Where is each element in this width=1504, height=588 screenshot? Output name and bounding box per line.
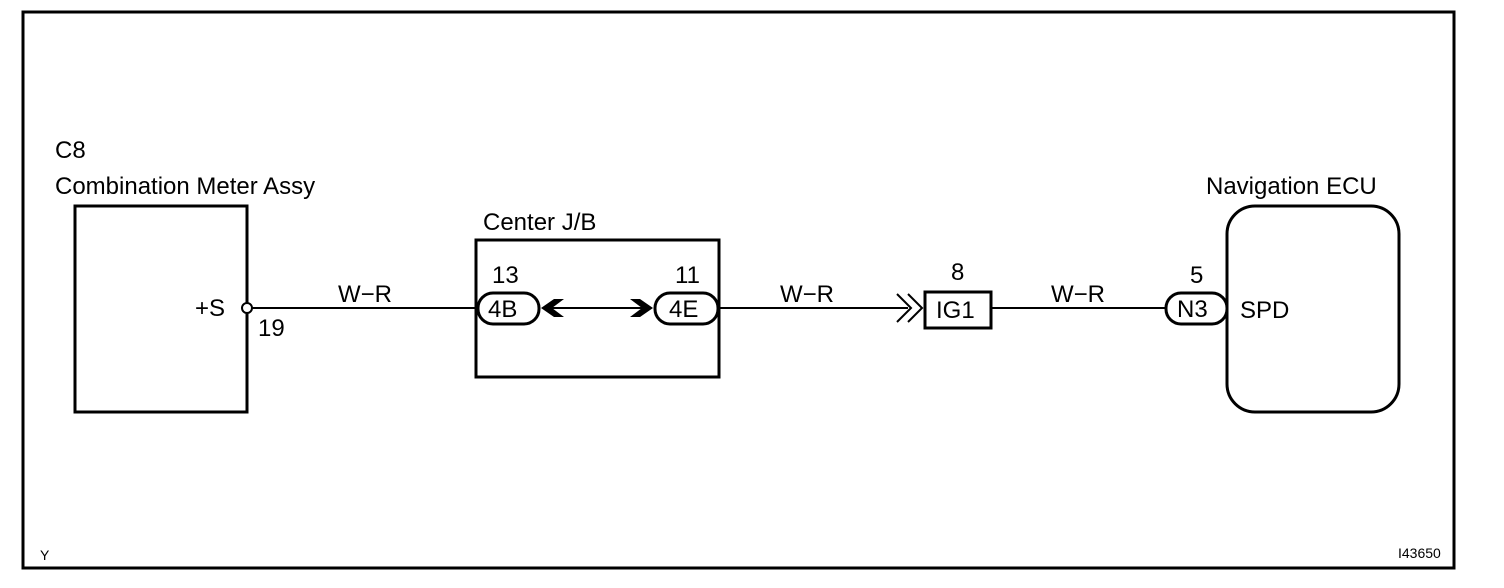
ig1-pin-number: 8: [951, 259, 964, 286]
jb-connector-4b: [476, 291, 541, 326]
ig1-chevron-outer-icon: [896, 293, 913, 323]
meter-code: C8: [55, 137, 86, 164]
nav-ecu-pin-number: 5: [1190, 262, 1203, 289]
jb-left-arrow-icon: [541, 299, 564, 317]
jb-right-connector-label: 4E: [669, 296, 698, 323]
nav-ecu-terminal-label: SPD: [1240, 297, 1289, 324]
ig1-connector-label: IG1: [936, 297, 975, 324]
meter-name: Combination Meter Assy: [55, 173, 315, 200]
nav-ecu-connector-n3: [1164, 291, 1229, 326]
diagram-frame: [21, 10, 1456, 570]
wire-3-color: W−R: [1051, 281, 1105, 308]
meter-terminal-label: +S: [195, 295, 225, 322]
footer-left-code: Y: [40, 547, 50, 563]
jb-connector-4e: [653, 291, 720, 326]
jb-left-pin: 13: [492, 262, 519, 289]
meter-pin-number: 19: [258, 315, 285, 342]
figure-id: I43650: [1398, 545, 1441, 561]
nav-ecu-name: Navigation ECU: [1206, 173, 1377, 200]
jb-right-arrow-icon: [630, 299, 653, 317]
wire-2-color: W−R: [780, 281, 834, 308]
meter-terminal-pin: [241, 302, 253, 314]
center-jb-name: Center J/B: [483, 209, 596, 236]
jb-right-pin: 11: [675, 262, 700, 289]
wire-1-color: W−R: [338, 281, 392, 308]
nav-ecu-connector-label: N3: [1177, 296, 1208, 323]
jb-left-connector-label: 4B: [488, 296, 517, 323]
ig1-connector-box: [923, 290, 993, 330]
ig1-chevron-inner-icon: [907, 293, 924, 323]
